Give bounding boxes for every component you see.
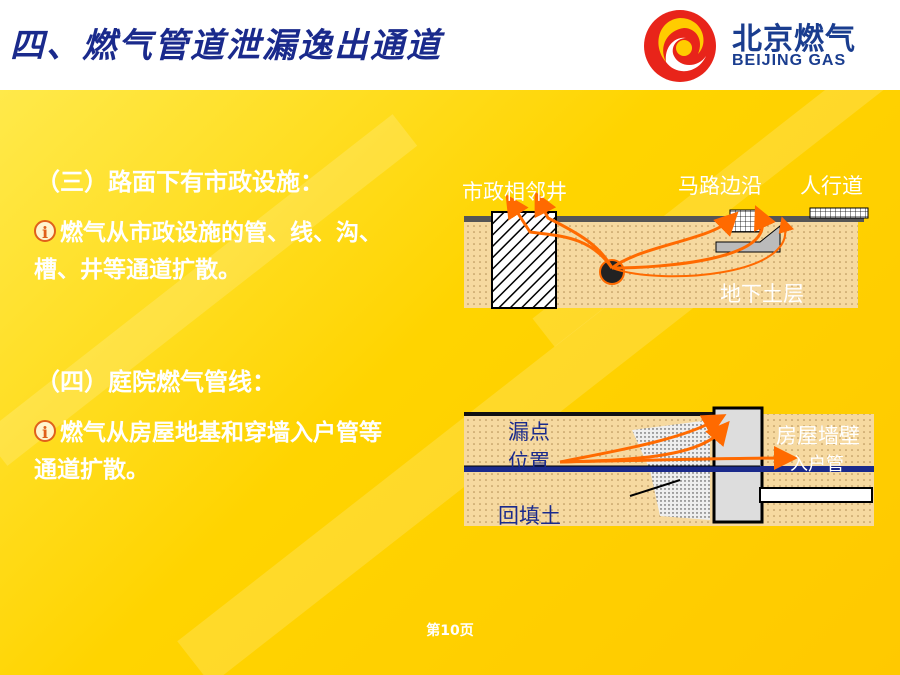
municipal-facility-diagram: [464, 191, 869, 309]
label-sidewalk: 人行道: [800, 174, 863, 198]
section3-heading: （三）路面下有市政设施：: [36, 167, 324, 196]
flame-logo-icon: [644, 10, 716, 82]
section4-heading: （四）庭院燃气管线：: [36, 367, 276, 396]
label-leak-point: 漏点: [508, 420, 550, 444]
logo-text-en: BEIJING GAS: [732, 52, 847, 69]
section4-bullet-text: 燃气从房屋地基和穿墙入户管等通道扩散。: [34, 419, 382, 483]
beijing-gas-logo: 北京燃气 BEIJING GAS: [640, 6, 890, 86]
page-title: 四、燃气管道泄漏逸出通道: [10, 26, 442, 66]
courtyard-pipe-diagram: [464, 406, 874, 526]
label-road-curb: 马路边沿: [678, 174, 762, 198]
info-icon: i: [34, 220, 56, 242]
header-bar: 四、燃气管道泄漏逸出通道 北京燃气 BEIJING GAS: [0, 0, 900, 90]
label-leak-location: 位置: [508, 450, 550, 474]
label-backfill-soil: 回填土: [498, 504, 561, 528]
label-adjacent-well: 市政相邻井: [462, 180, 567, 204]
page-number: 第10页: [426, 623, 474, 639]
label-inlet-pipe: 入户管: [790, 454, 844, 475]
logo-text-cn: 北京燃气: [732, 22, 856, 57]
section3-bullet-text: 燃气从市政设施的管、线、沟、槽、井等通道扩散。: [34, 219, 382, 283]
label-house-wall: 房屋墙壁: [776, 424, 860, 448]
info-icon: i: [34, 420, 56, 442]
label-underground-soil: 地下土层: [720, 282, 804, 306]
